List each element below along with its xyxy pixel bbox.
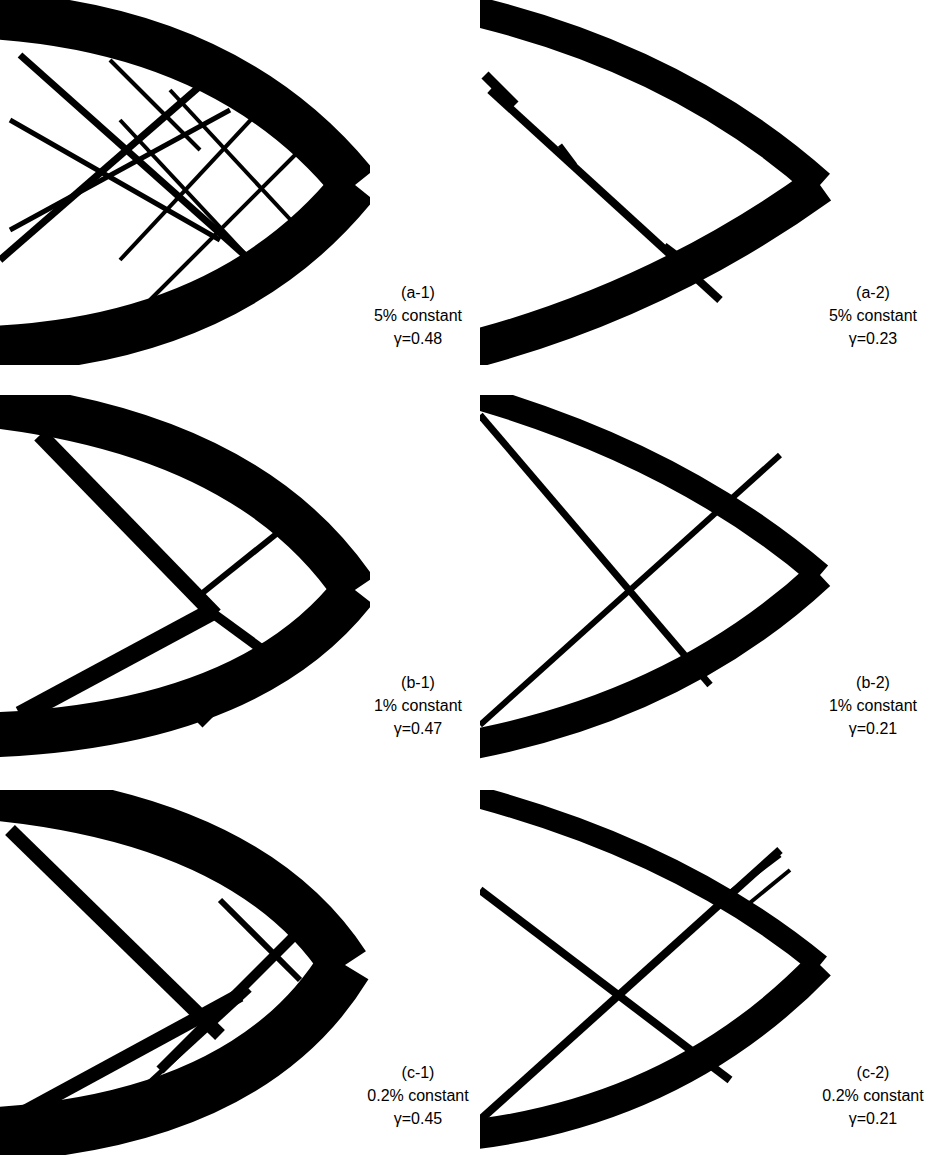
material-member <box>0 405 355 590</box>
material-member <box>0 60 230 260</box>
material-member <box>485 75 515 105</box>
material-member <box>130 990 250 1100</box>
topology-panel <box>0 795 345 1135</box>
gamma-value: γ=0.47 <box>363 719 473 739</box>
panel-tag: (a-1) <box>363 283 473 303</box>
material-member <box>40 435 215 615</box>
material-member <box>10 830 220 1035</box>
material-member <box>735 870 790 915</box>
material-member <box>150 150 300 300</box>
case-name: 5% constant <box>363 306 473 326</box>
material-member <box>230 610 320 695</box>
material-member <box>480 965 820 1135</box>
material-member <box>10 995 240 1120</box>
case-name: 1% constant <box>818 696 928 716</box>
topology-panel <box>480 795 820 1135</box>
material-member <box>665 245 685 260</box>
panel-tag: (b-2) <box>818 673 928 693</box>
case-name: 0.2% constant <box>363 1086 473 1106</box>
material-member <box>480 575 820 745</box>
material-member <box>160 930 300 1070</box>
material-member <box>480 890 730 1080</box>
material-member <box>10 110 230 230</box>
case-name: 1% constant <box>363 696 473 716</box>
material-member <box>480 185 820 350</box>
case-name: 0.2% constant <box>818 1086 928 1106</box>
topology-panel <box>480 10 820 350</box>
material-member <box>480 10 820 185</box>
material-member <box>480 795 820 965</box>
panel-tag: (b-1) <box>363 673 473 693</box>
material-member <box>480 850 780 1120</box>
gamma-value: γ=0.23 <box>818 329 928 349</box>
material-member <box>200 515 300 595</box>
material-member <box>120 110 260 260</box>
topology-panel <box>0 15 355 350</box>
material-member <box>170 90 300 230</box>
material-member <box>560 145 575 165</box>
material-member <box>480 455 780 725</box>
topology-panel <box>480 395 820 745</box>
gamma-value: γ=0.21 <box>818 1109 928 1129</box>
material-member <box>720 855 780 900</box>
material-member <box>110 60 200 150</box>
material-member <box>220 900 300 980</box>
material-member <box>0 590 355 735</box>
case-name: 5% constant <box>818 306 928 326</box>
gamma-value: γ=0.48 <box>363 329 473 349</box>
material-member <box>20 610 215 715</box>
gamma-value: γ=0.45 <box>363 1109 473 1129</box>
material-member <box>480 395 820 575</box>
material-member <box>250 890 320 950</box>
panel-tag: (c-1) <box>363 1063 473 1083</box>
topology-panel <box>0 405 355 735</box>
material-member <box>490 90 720 300</box>
panel-tag: (c-2) <box>818 1063 928 1083</box>
panel-tag: (a-2) <box>818 283 928 303</box>
gamma-value: γ=0.21 <box>818 719 928 739</box>
